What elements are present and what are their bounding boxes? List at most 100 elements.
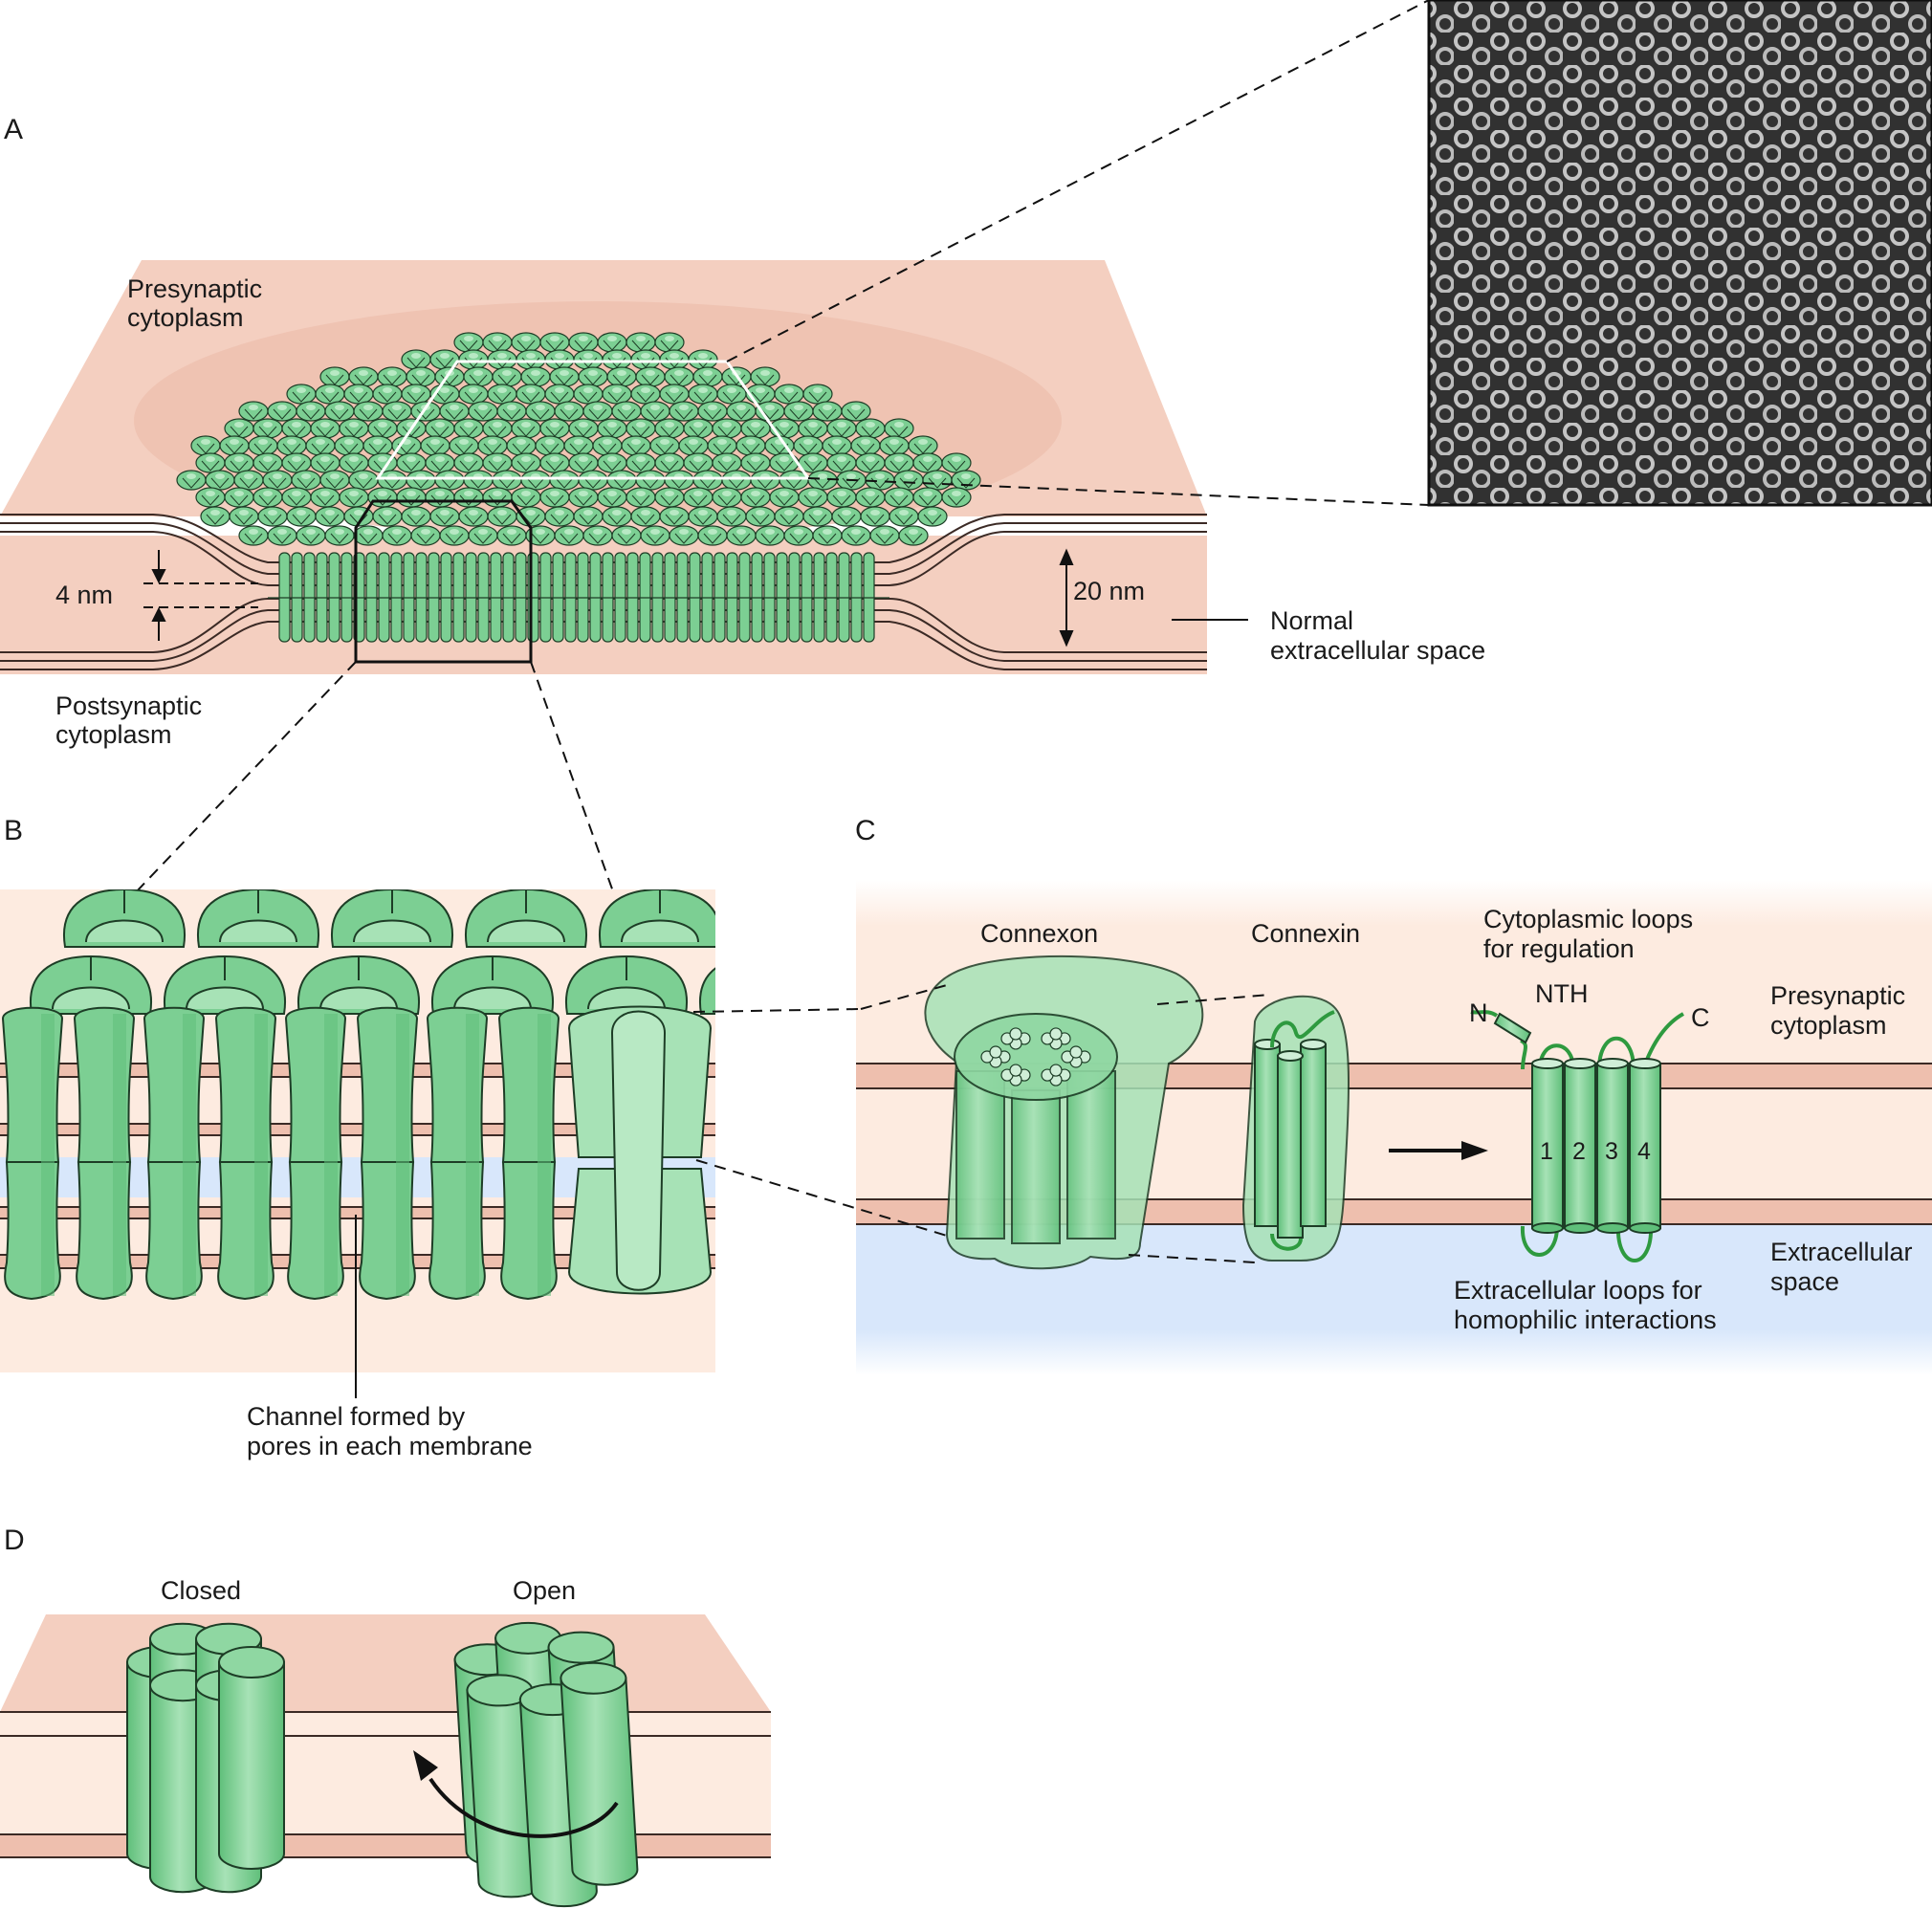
connexon <box>320 471 349 490</box>
connexon <box>665 367 693 386</box>
connexon <box>483 333 512 352</box>
connexon <box>775 507 803 526</box>
connexon <box>856 453 885 472</box>
connexon <box>406 367 435 386</box>
connexon <box>655 488 684 507</box>
connexon <box>670 402 698 421</box>
connexon <box>603 350 631 369</box>
connexon <box>545 350 574 369</box>
connexon <box>512 333 540 352</box>
panel-b: B Channel formed by pores in each membra… <box>0 815 854 1460</box>
connexon <box>899 526 928 545</box>
connexon <box>435 367 464 386</box>
connexon <box>689 507 717 526</box>
connexon-label: Connexon <box>980 919 1098 948</box>
helix-number: 3 <box>1605 1138 1618 1165</box>
connexon <box>756 526 784 545</box>
postsynaptic-label-a2: cytoplasm <box>55 720 172 749</box>
connexon <box>258 507 287 526</box>
connexon <box>316 384 344 404</box>
connexon <box>574 507 603 526</box>
connexon <box>636 367 665 386</box>
postsynaptic-label-a1: Postsynaptic <box>55 691 202 720</box>
connexon <box>526 402 555 421</box>
cyto-loops-label-2: for regulation <box>1483 934 1635 963</box>
connexon <box>631 350 660 369</box>
n-terminus-label: N <box>1469 998 1488 1027</box>
connexon <box>397 453 426 472</box>
connexon <box>426 419 454 438</box>
connexon <box>655 333 684 352</box>
connexon <box>736 436 765 455</box>
connexon <box>607 367 636 386</box>
connexon <box>406 471 435 490</box>
connexon <box>579 471 607 490</box>
connexon <box>311 488 340 507</box>
connexon <box>402 507 430 526</box>
connexon <box>516 507 545 526</box>
transmembrane-helix: 4 <box>1630 1059 1660 1233</box>
connexon <box>603 384 631 404</box>
connexin-cylinder <box>219 1647 284 1869</box>
normal-space-label-1: Normal <box>1270 606 1353 635</box>
connexon <box>373 384 402 404</box>
connexon <box>512 488 540 507</box>
b-frame-mask-right <box>715 889 735 1372</box>
channel-label-2: pores in each membrane <box>247 1432 533 1460</box>
connexon <box>913 488 942 507</box>
connexon <box>626 333 655 352</box>
connexon <box>483 419 512 438</box>
connexon <box>708 436 736 455</box>
extra-loops-label-1: Extracellular loops for <box>1454 1276 1702 1305</box>
connexon <box>660 350 689 369</box>
connexin-subunit <box>1243 997 1349 1261</box>
closed-hemichannel <box>127 1624 284 1892</box>
connexon <box>626 453 655 472</box>
connexon <box>454 488 483 507</box>
connexon <box>488 384 516 404</box>
connexon <box>569 333 598 352</box>
panel-c-label: C <box>855 815 876 846</box>
connexon <box>225 488 253 507</box>
connexon <box>282 453 311 472</box>
channel-pair <box>569 1007 711 1294</box>
connexon <box>698 402 727 421</box>
helix-end <box>1050 1028 1062 1040</box>
connexon <box>378 367 406 386</box>
connexon <box>550 471 579 490</box>
helix-end <box>990 1046 1001 1058</box>
connexon <box>316 507 344 526</box>
connexon <box>459 384 488 404</box>
connexon <box>540 453 569 472</box>
connexon <box>340 453 368 472</box>
connexon <box>799 419 827 438</box>
connexon <box>679 436 708 455</box>
connexon <box>287 507 316 526</box>
open-label: Open <box>513 1576 576 1605</box>
closed-label: Closed <box>161 1576 241 1605</box>
connexon <box>693 367 722 386</box>
panel-c: C <box>693 815 1932 1375</box>
connexon <box>277 436 306 455</box>
connexon <box>483 453 512 472</box>
panel-b-label: B <box>4 815 23 846</box>
connexon <box>512 453 540 472</box>
connexon <box>909 436 937 455</box>
connexon <box>579 367 607 386</box>
connexon <box>311 419 340 438</box>
connexon <box>306 436 335 455</box>
connexon <box>636 471 665 490</box>
connexon <box>430 507 459 526</box>
connexon <box>889 507 918 526</box>
normal-space-label-2: extracellular space <box>1270 636 1485 665</box>
connexon <box>751 471 779 490</box>
d-membrane-bottom <box>0 1834 771 1857</box>
connexon <box>411 526 440 545</box>
connexon <box>574 350 603 369</box>
helix-number: 4 <box>1637 1138 1651 1165</box>
connexon <box>349 471 378 490</box>
connexon <box>426 488 454 507</box>
connexon <box>253 488 282 507</box>
connexon <box>717 507 746 526</box>
connexon <box>325 402 354 421</box>
